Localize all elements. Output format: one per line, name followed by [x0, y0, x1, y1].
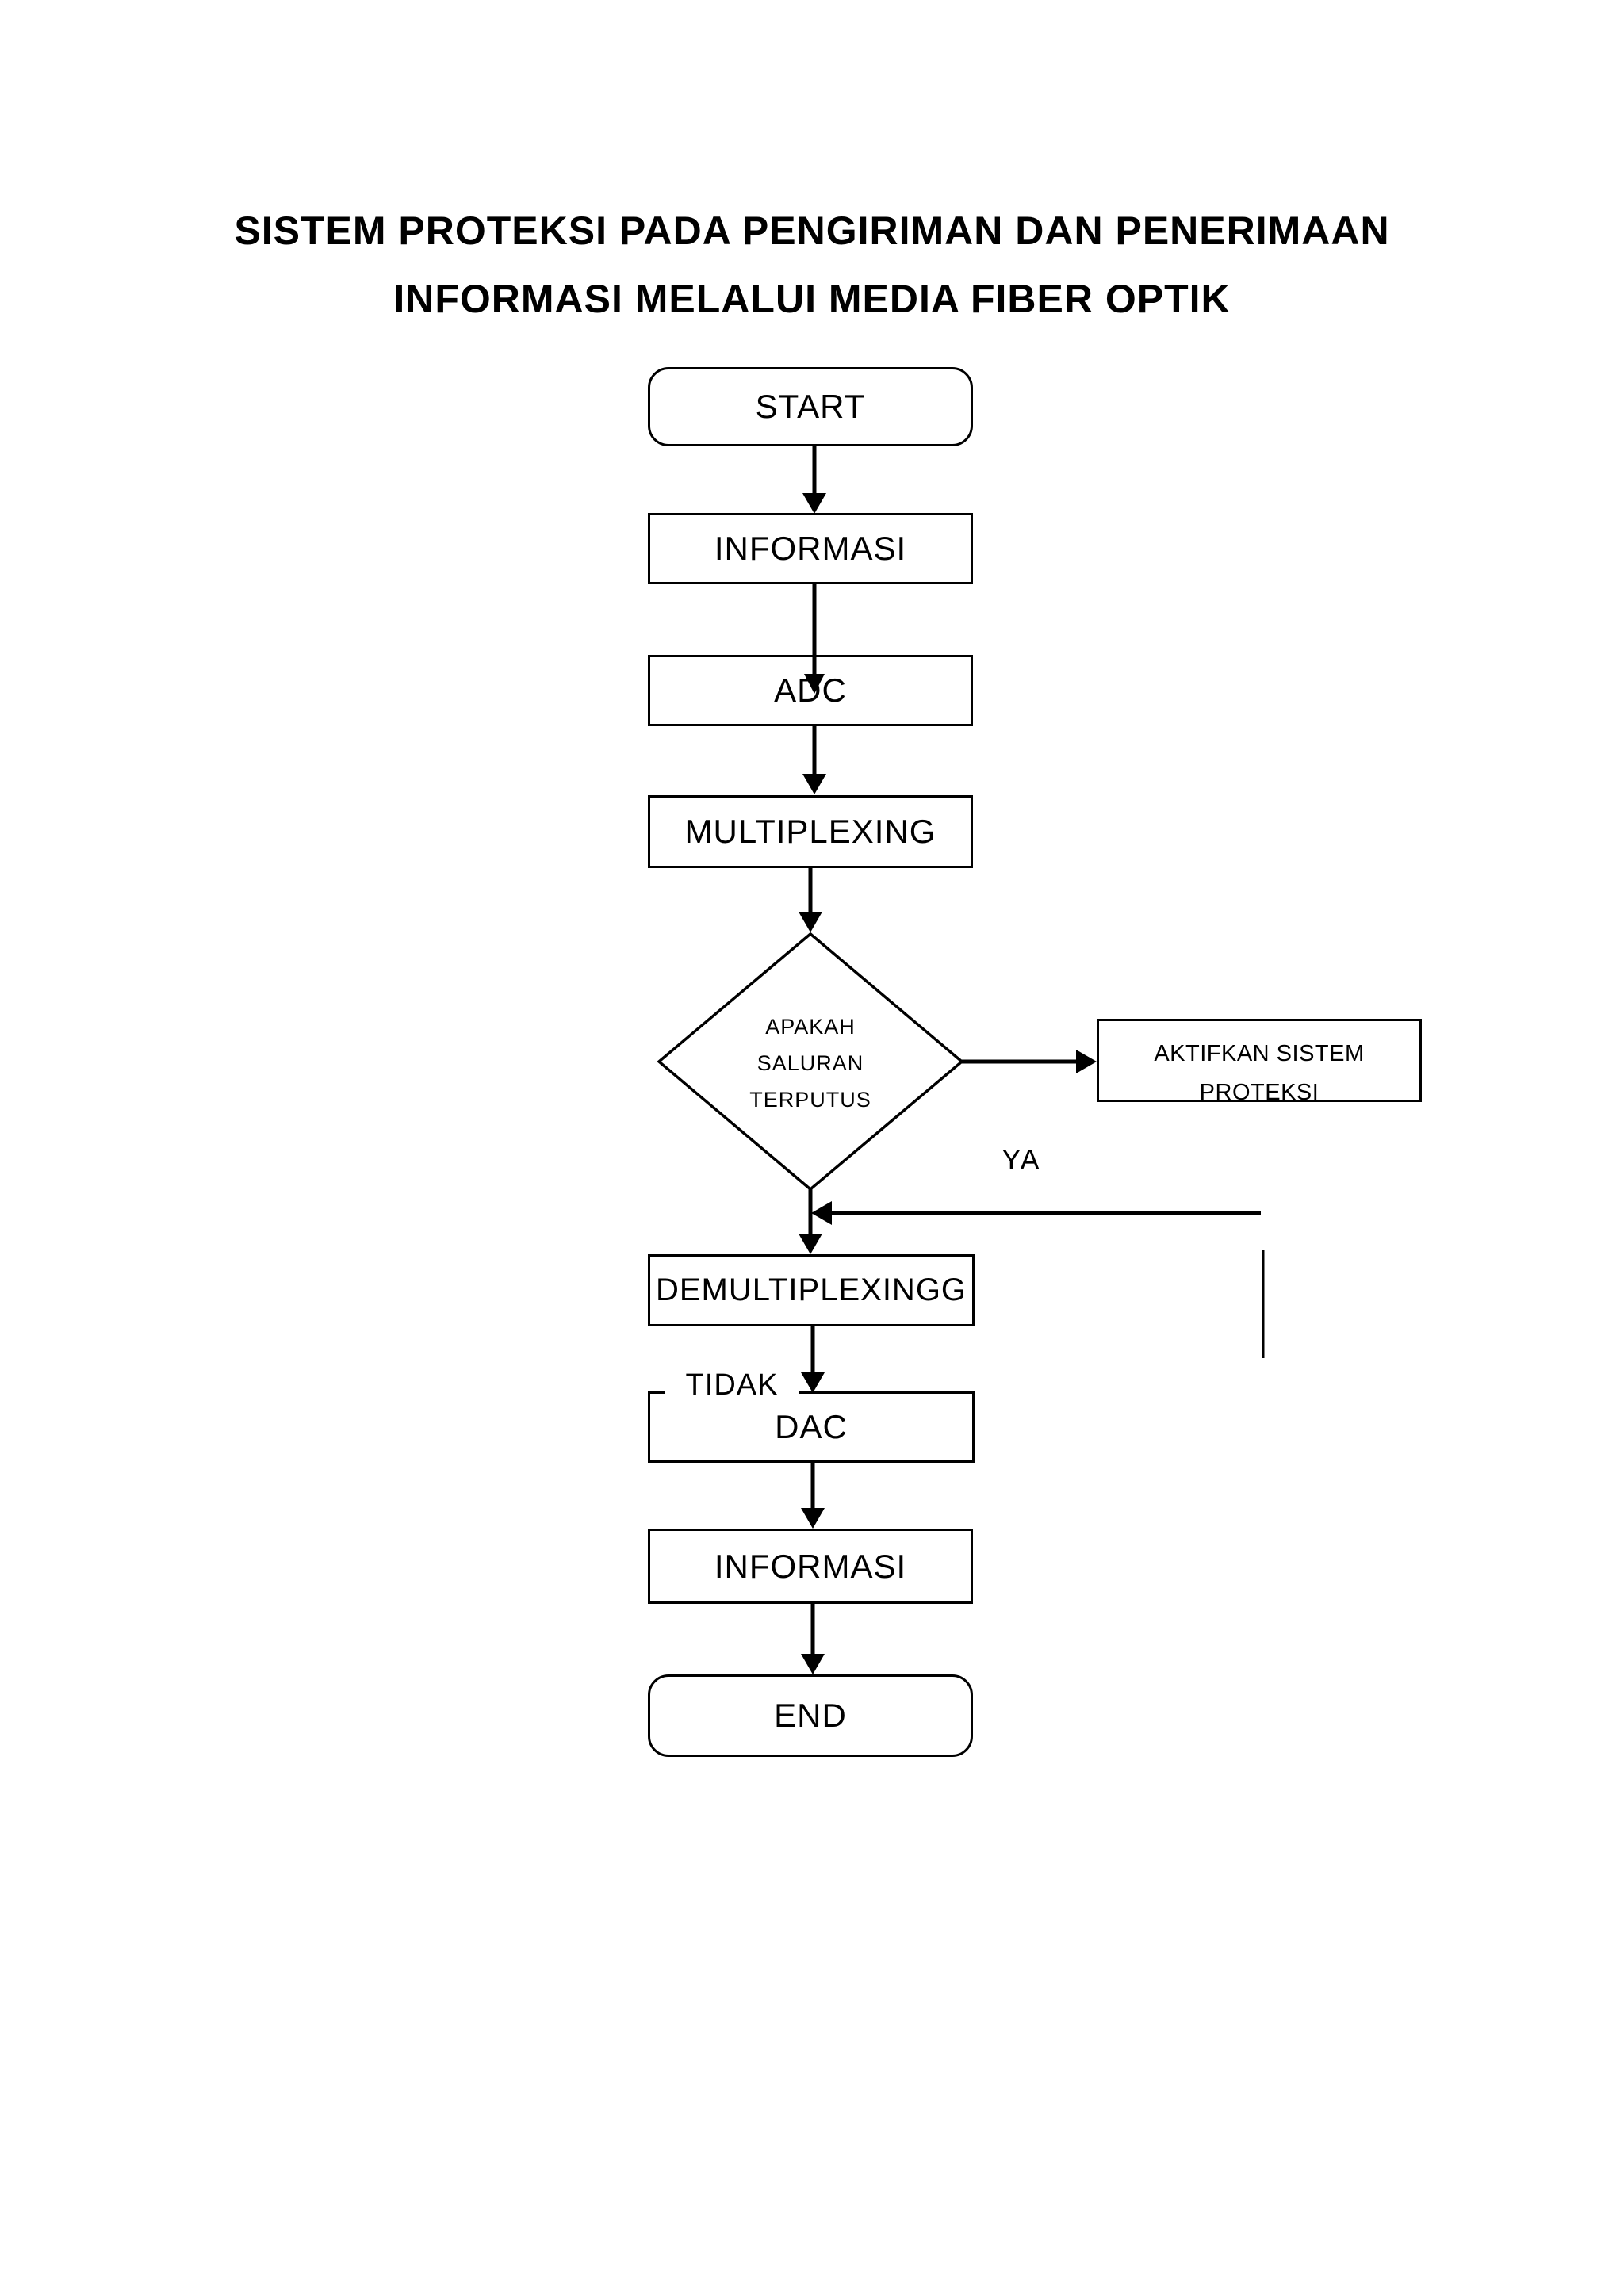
arrowhead-down-icon	[801, 1654, 825, 1674]
node-dac-label: DAC	[775, 1408, 848, 1445]
arrowhead-right-icon	[1076, 1050, 1097, 1073]
arrowhead-down-icon	[799, 1234, 822, 1254]
node-start-label: START	[755, 388, 866, 425]
node-end-label: END	[774, 1697, 847, 1734]
node-adc: ADC	[648, 655, 973, 726]
node-demultiplexing: DEMULTIPLEXINGG	[648, 1254, 975, 1326]
page-title-line1: SISTEM PROTEKSI PADA PENGIRIMAN DAN PENE…	[234, 209, 1390, 253]
node-informasi-out-label: INFORMASI	[714, 1547, 907, 1585]
node-multiplexing-label: MULTIPLEXING	[684, 813, 936, 850]
node-decision-label: APAKAH SALURAN TERPUTUS	[691, 1008, 929, 1119]
branch-label-ya-text: YA	[1002, 1143, 1041, 1176]
arrowhead-down-icon	[799, 912, 822, 932]
arrowhead-down-icon	[802, 493, 826, 514]
edge-return-line	[811, 1201, 1261, 1225]
edge-adc-multiplexing	[802, 726, 826, 794]
node-demultiplexing-label: DEMULTIPLEXINGG	[655, 1272, 967, 1307]
edge-multiplexing-decision	[799, 868, 822, 932]
edge-decision-aktifkan	[962, 1050, 1097, 1073]
arrowhead-down-icon	[801, 1372, 825, 1393]
edge-demultiplexing-dac	[801, 1326, 825, 1393]
edge-start-informasi	[802, 446, 826, 514]
node-informasi-out: INFORMASI	[648, 1529, 973, 1604]
page-title-line2: INFORMASI MELALUI MEDIA FIBER OPTIK	[393, 277, 1231, 321]
branch-label-ya: YA	[982, 1140, 1061, 1180]
arrowhead-down-icon	[802, 774, 826, 794]
node-aktifkan: AKTIFKAN SISTEM PROTEKSI	[1097, 1019, 1422, 1102]
node-informasi-in-label: INFORMASI	[714, 530, 907, 567]
edge-decision-demultiplexing	[799, 1188, 822, 1254]
decision-line-3: TERPUTUS	[749, 1088, 871, 1112]
edge-dac-informasi	[801, 1463, 825, 1529]
node-end: END	[648, 1674, 973, 1757]
decision-line-1: APAKAH	[765, 1015, 856, 1039]
node-aktifkan-label: AKTIFKAN SISTEM PROTEKSI	[1154, 1041, 1365, 1102]
node-adc-label: ADC	[774, 672, 847, 709]
node-start: START	[648, 367, 973, 446]
arrowhead-left-icon	[811, 1201, 832, 1225]
arrowhead-down-icon	[801, 1508, 825, 1529]
edge-informasi-end	[801, 1604, 825, 1674]
branch-label-tidak-text: TIDAK	[685, 1368, 779, 1402]
node-informasi-in: INFORMASI	[648, 513, 973, 584]
branch-label-tidak: TIDAK	[665, 1366, 799, 1405]
node-multiplexing: MULTIPLEXING	[648, 795, 973, 868]
decision-line-2: SALURAN	[756, 1051, 864, 1075]
